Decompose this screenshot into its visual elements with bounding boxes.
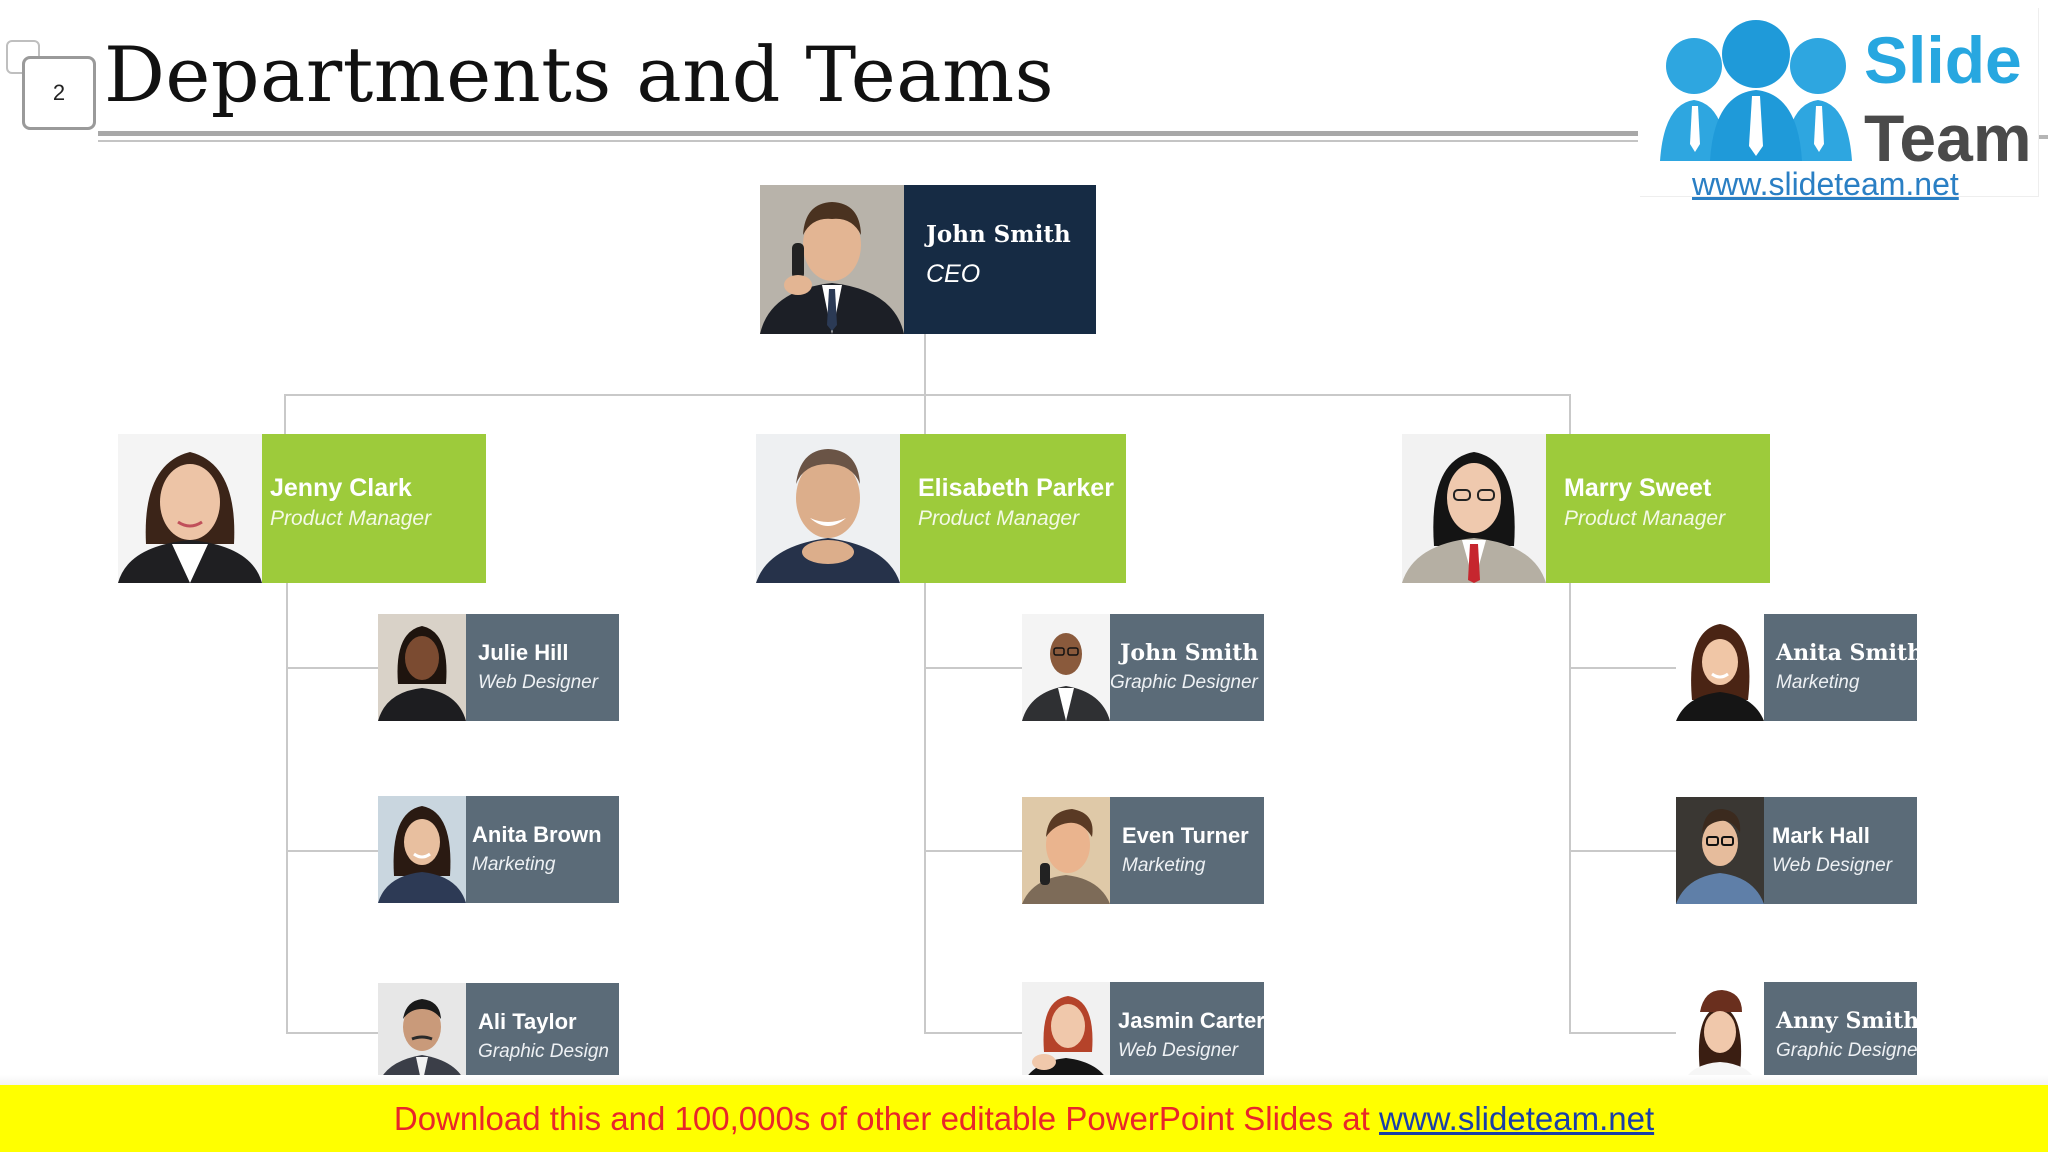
connector-horizontal xyxy=(284,394,1571,396)
employee-photo xyxy=(1022,797,1110,904)
manager-photo xyxy=(1402,434,1546,583)
employee-card[interactable]: Julie Hill Web Designer xyxy=(378,614,619,721)
employee-card[interactable]: Anita Brown Marketing xyxy=(378,796,619,903)
ceo-name: John Smith xyxy=(926,221,1071,248)
employee-label: Julie Hill Web Designer xyxy=(466,614,619,721)
team-branch xyxy=(286,1032,378,1034)
banner-shadow xyxy=(0,1075,2048,1085)
manager-role: Product Manager xyxy=(270,507,432,530)
employee-role: Marketing xyxy=(1122,855,1206,876)
employee-card[interactable]: Mark Hall Web Designer xyxy=(1676,797,1917,904)
title-rule xyxy=(98,131,1638,136)
employee-label: Even Turner Marketing xyxy=(1110,797,1264,904)
employee-name: Ali Taylor xyxy=(478,1009,577,1034)
manager-photo xyxy=(118,434,262,583)
slideteam-logo[interactable]: Slide Team www.slideteam.net xyxy=(1640,8,2039,202)
employee-name: Anita Brown xyxy=(472,822,602,847)
connector-manager-2 xyxy=(924,394,926,434)
employee-card[interactable]: Jasmin Carter Web Designer xyxy=(1022,982,1264,1085)
employee-card[interactable]: John Smith Graphic Designer xyxy=(1022,614,1264,721)
employee-card[interactable]: Anny Smith Graphic Designe xyxy=(1676,982,1917,1085)
employee-photo xyxy=(378,983,466,1085)
employee-name: Anita Smith xyxy=(1776,640,1917,666)
manager-role: Product Manager xyxy=(1564,507,1726,530)
team-spine-2 xyxy=(924,583,926,1034)
title-rule-thin xyxy=(98,140,1638,142)
employee-photo xyxy=(1676,797,1764,904)
employee-role: Web Designer xyxy=(478,672,599,693)
employee-role: Graphic Designe xyxy=(1776,1040,1917,1061)
employee-name: Even Turner xyxy=(1122,823,1249,848)
employee-name: Julie Hill xyxy=(478,640,569,665)
employee-label: Anita Smith Marketing xyxy=(1764,614,1917,721)
employee-name: Jasmin Carter xyxy=(1118,1008,1264,1033)
employee-label: Jasmin Carter Web Designer xyxy=(1110,982,1264,1085)
team-spine-1 xyxy=(286,583,288,1034)
ceo-photo xyxy=(760,185,904,334)
manager-photo xyxy=(756,434,900,583)
employee-label: Ali Taylor Graphic Design xyxy=(466,983,619,1085)
employee-label: Anny Smith Graphic Designe xyxy=(1764,982,1917,1085)
manager-name: Marry Sweet xyxy=(1564,474,1712,502)
team-branch xyxy=(924,1032,1022,1034)
manager-label: Marry Sweet Product Manager xyxy=(1546,434,1770,583)
connector-manager-3 xyxy=(1569,394,1571,434)
manager-card[interactable]: Jenny Clark Product Manager xyxy=(118,434,486,583)
team-branch xyxy=(1569,667,1676,669)
team-branch xyxy=(924,850,1022,852)
employee-label: Anita Brown Marketing xyxy=(466,796,619,903)
ceo-card[interactable]: John Smith CEO xyxy=(760,185,1096,334)
employee-role: Marketing xyxy=(472,854,556,875)
employee-role: Web Designer xyxy=(1772,855,1893,876)
logo-word-team: Team xyxy=(1864,101,2032,175)
employee-role: Graphic Designer xyxy=(1110,672,1258,693)
banner-link[interactable]: www.slideteam.net xyxy=(1379,1099,1655,1137)
manager-role: Product Manager xyxy=(918,507,1080,530)
employee-card[interactable]: Ali Taylor Graphic Design xyxy=(378,983,619,1085)
banner-text: Download this and 100,000s of other edit… xyxy=(393,1099,1379,1137)
page-title: Departments and Teams xyxy=(104,30,1055,119)
connector-ceo-down xyxy=(924,334,926,396)
logo-url-link[interactable]: www.slideteam.net xyxy=(1692,166,1959,202)
employee-name: Mark Hall xyxy=(1772,823,1870,848)
employee-photo xyxy=(1676,982,1764,1085)
employee-label: John Smith Graphic Designer xyxy=(1110,614,1264,721)
logo-word-slide: Slide xyxy=(1864,23,2022,97)
manager-name: Elisabeth Parker xyxy=(918,474,1114,502)
employee-photo xyxy=(378,614,466,721)
ceo-label: John Smith CEO xyxy=(904,185,1096,334)
manager-name: Jenny Clark xyxy=(270,474,412,502)
manager-card[interactable]: Elisabeth Parker Product Manager xyxy=(756,434,1126,583)
manager-label: Jenny Clark Product Manager xyxy=(262,434,486,583)
employee-label: Mark Hall Web Designer xyxy=(1764,797,1917,904)
team-branch xyxy=(1569,1032,1676,1034)
employee-card[interactable]: Even Turner Marketing xyxy=(1022,797,1264,904)
manager-label: Elisabeth Parker Product Manager xyxy=(900,434,1126,583)
employee-role: Graphic Design xyxy=(478,1041,609,1062)
team-branch xyxy=(924,667,1022,669)
employee-photo xyxy=(1676,614,1764,721)
employee-role: Web Designer xyxy=(1118,1040,1239,1061)
ceo-role: CEO xyxy=(926,260,981,288)
team-branch xyxy=(286,667,378,669)
team-branch xyxy=(1569,850,1676,852)
employee-card[interactable]: Anita Smith Marketing xyxy=(1676,614,1917,721)
employee-photo xyxy=(1022,614,1110,721)
team-branch xyxy=(286,850,378,852)
employee-role: Marketing xyxy=(1776,672,1860,693)
employee-photo xyxy=(378,796,466,903)
people-group-icon xyxy=(1660,20,1852,161)
slide-number: 2 xyxy=(22,56,96,130)
employee-photo xyxy=(1022,982,1110,1085)
employee-name: Anny Smith xyxy=(1776,1008,1917,1034)
team-spine-3 xyxy=(1569,583,1571,1034)
employee-name: John Smith xyxy=(1120,640,1259,666)
connector-manager-1 xyxy=(284,394,286,434)
manager-card[interactable]: Marry Sweet Product Manager xyxy=(1402,434,1770,583)
download-banner[interactable]: Download this and 100,000s of other edit… xyxy=(0,1085,2048,1152)
